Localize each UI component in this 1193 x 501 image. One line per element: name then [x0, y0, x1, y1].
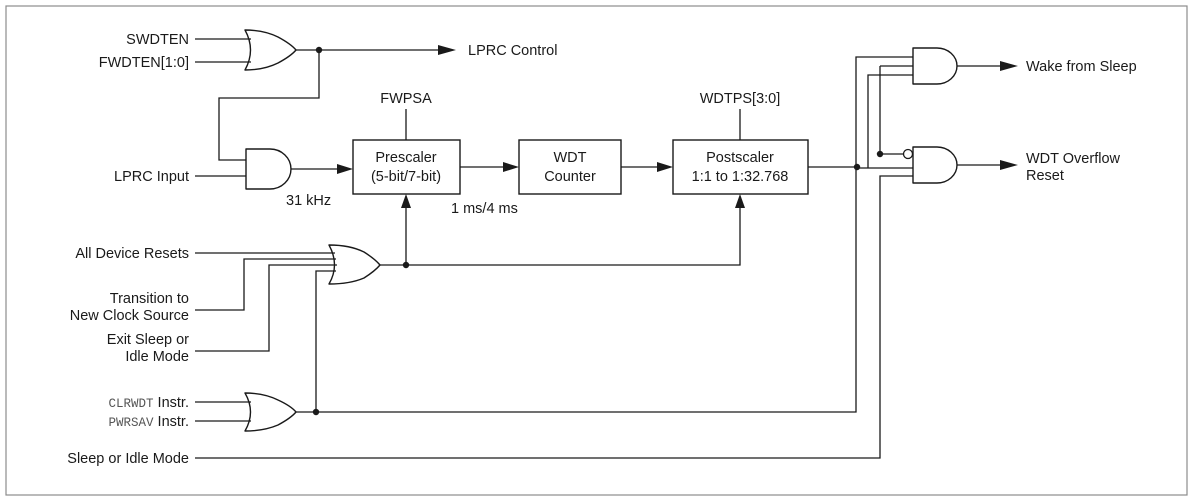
inverter-bubble [902, 148, 914, 160]
arrowhead-icon [657, 162, 673, 172]
junction-dot [853, 163, 861, 171]
wires [195, 38, 1000, 459]
prescaler-title: Prescaler [375, 150, 436, 166]
prescaler-detail: (5-bit/7-bit) [371, 169, 441, 185]
arrowhead-icon [1000, 160, 1018, 170]
postscaler-block [672, 139, 809, 195]
input-transition-line2: New Clock Source [70, 308, 189, 324]
and-gate-overflow-icon [912, 146, 958, 184]
counter-line2: Counter [544, 169, 596, 185]
arrowhead-icon [735, 194, 745, 208]
output-wake-from-sleep: Wake from Sleep [1026, 59, 1137, 75]
arrowhead-icon [401, 194, 411, 208]
arrowhead-icon [503, 162, 519, 172]
input-all-device-resets: All Device Resets [75, 246, 189, 262]
arrowhead-icon [438, 45, 456, 55]
clock-frequency-label: 31 kHz [286, 193, 331, 209]
and-gate-wake-icon [912, 47, 958, 85]
input-fwdten: FWDTEN[1:0] [99, 55, 189, 71]
input-exit-sleep-line2: Idle Mode [125, 349, 189, 365]
or-gate-enable-icon [244, 29, 297, 71]
output-wdt-overflow-line2: Reset [1026, 168, 1064, 184]
diagram-frame [5, 5, 1188, 496]
junction-dot [402, 261, 410, 269]
or-gate-clear-icon [244, 392, 297, 432]
clrwdt-suffix: Instr. [154, 395, 189, 411]
input-pwrsav: PWRSAV Instr. [109, 414, 189, 430]
output-lprc-control: LPRC Control [468, 43, 557, 59]
junction-dot [876, 150, 884, 158]
postscaler-title: Postscaler [706, 150, 774, 166]
arrowhead-icon [337, 164, 353, 174]
input-lprc: LPRC Input [114, 169, 189, 185]
counter-line1: WDT [553, 150, 586, 166]
wdt-counter-block [518, 139, 622, 195]
input-clrwdt: CLRWDT Instr. [109, 395, 189, 411]
junction-dot [312, 408, 320, 416]
input-transition-line1: Transition to [110, 291, 189, 307]
prescaler-config-label: FWPSA [380, 91, 432, 107]
pwrsav-suffix: Instr. [154, 414, 189, 430]
or-gate-reset-icon [328, 244, 381, 285]
input-exit-sleep-line1: Exit Sleep or [107, 332, 189, 348]
pwrsav-mnemonic: PWRSAV [109, 416, 155, 430]
junction-dot [315, 46, 323, 54]
output-wdt-overflow-line1: WDT Overflow [1026, 151, 1121, 167]
prescaler-block [352, 139, 461, 195]
input-swdten: SWDTEN [126, 32, 189, 48]
arrowhead-icon [1000, 61, 1018, 71]
postscaler-config-label: WDTPS[3:0] [700, 91, 781, 107]
period-label: 1 ms/4 ms [451, 201, 518, 217]
clrwdt-mnemonic: CLRWDT [109, 397, 155, 411]
input-sleep-idle: Sleep or Idle Mode [67, 451, 189, 467]
and-gate-clock-icon [245, 148, 292, 190]
postscaler-detail: 1:1 to 1:32.768 [692, 169, 789, 185]
